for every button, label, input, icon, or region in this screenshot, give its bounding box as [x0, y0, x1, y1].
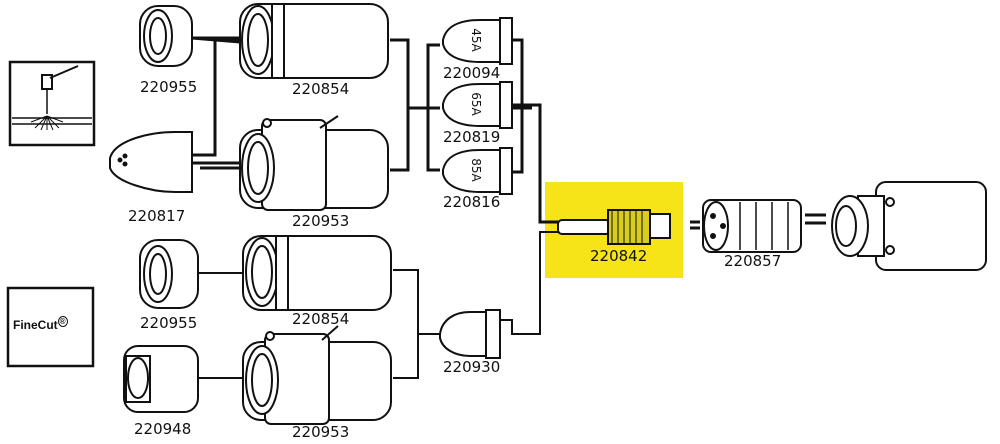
part-number-nozzle-85a: 220816	[443, 193, 501, 211]
part-number-nozzle-45a: 220094	[443, 64, 501, 82]
finecut-label: FineCut®	[13, 316, 68, 332]
nozzle-65a	[442, 81, 513, 129]
part-number-swirl-ring: 220857	[724, 252, 782, 270]
retaining-cap-b	[239, 115, 389, 211]
swirl-ring	[702, 199, 802, 253]
part-number-finecut-nozzle: 220930	[443, 358, 501, 376]
part-number-shield-cap-b: 220817	[128, 207, 186, 225]
part-number-retaining-cap-d: 220953	[292, 423, 350, 441]
connector-electrode-swirl	[690, 220, 700, 230]
nozzle-45a-rating: 45A	[469, 28, 483, 52]
nozzle-85a	[442, 147, 513, 195]
part-number-nozzle-65a: 220819	[443, 128, 501, 146]
nozzle-85a-rating: 85A	[469, 158, 483, 182]
nozzle-bracket-left	[426, 43, 440, 172]
nozzle-65a-rating: 65A	[469, 92, 483, 116]
connector-bottom-retaining-finecut	[393, 269, 440, 379]
plasma-cutting-icon	[8, 60, 96, 147]
part-number-shield-cap-d: 220948	[134, 420, 192, 438]
finecut-nozzle	[439, 309, 501, 359]
connector-finecut-electrode	[500, 231, 560, 335]
nozzle-bracket-right	[512, 38, 560, 224]
retaining-cap-a	[239, 3, 389, 79]
shield-cap-d	[123, 345, 199, 413]
part-number-shield-cap-c: 220955	[140, 314, 198, 332]
nozzle-45a	[442, 17, 513, 65]
shield-cap-c	[139, 239, 199, 309]
part-number-shield-cap-a: 220955	[140, 78, 198, 96]
part-number-electrode: 220842	[590, 247, 648, 265]
connector-swirl-torch	[805, 213, 826, 225]
retaining-cap-c	[242, 235, 392, 311]
connector-retaining-to-nozzles	[390, 38, 428, 172]
connector-shield-b-retaining-b	[192, 161, 240, 170]
connector-shield-b-retaining-a	[192, 38, 240, 157]
part-number-retaining-cap-b: 220953	[292, 212, 350, 230]
shield-cap-a	[139, 5, 193, 67]
shield-cap-b	[109, 131, 193, 193]
part-number-retaining-cap-a: 220854	[292, 80, 350, 98]
torch-head	[831, 181, 987, 271]
retaining-cap-d	[242, 325, 392, 425]
part-number-retaining-cap-c: 220854	[292, 310, 350, 328]
finecut-mode-box	[6, 286, 95, 368]
electrode	[557, 209, 671, 245]
